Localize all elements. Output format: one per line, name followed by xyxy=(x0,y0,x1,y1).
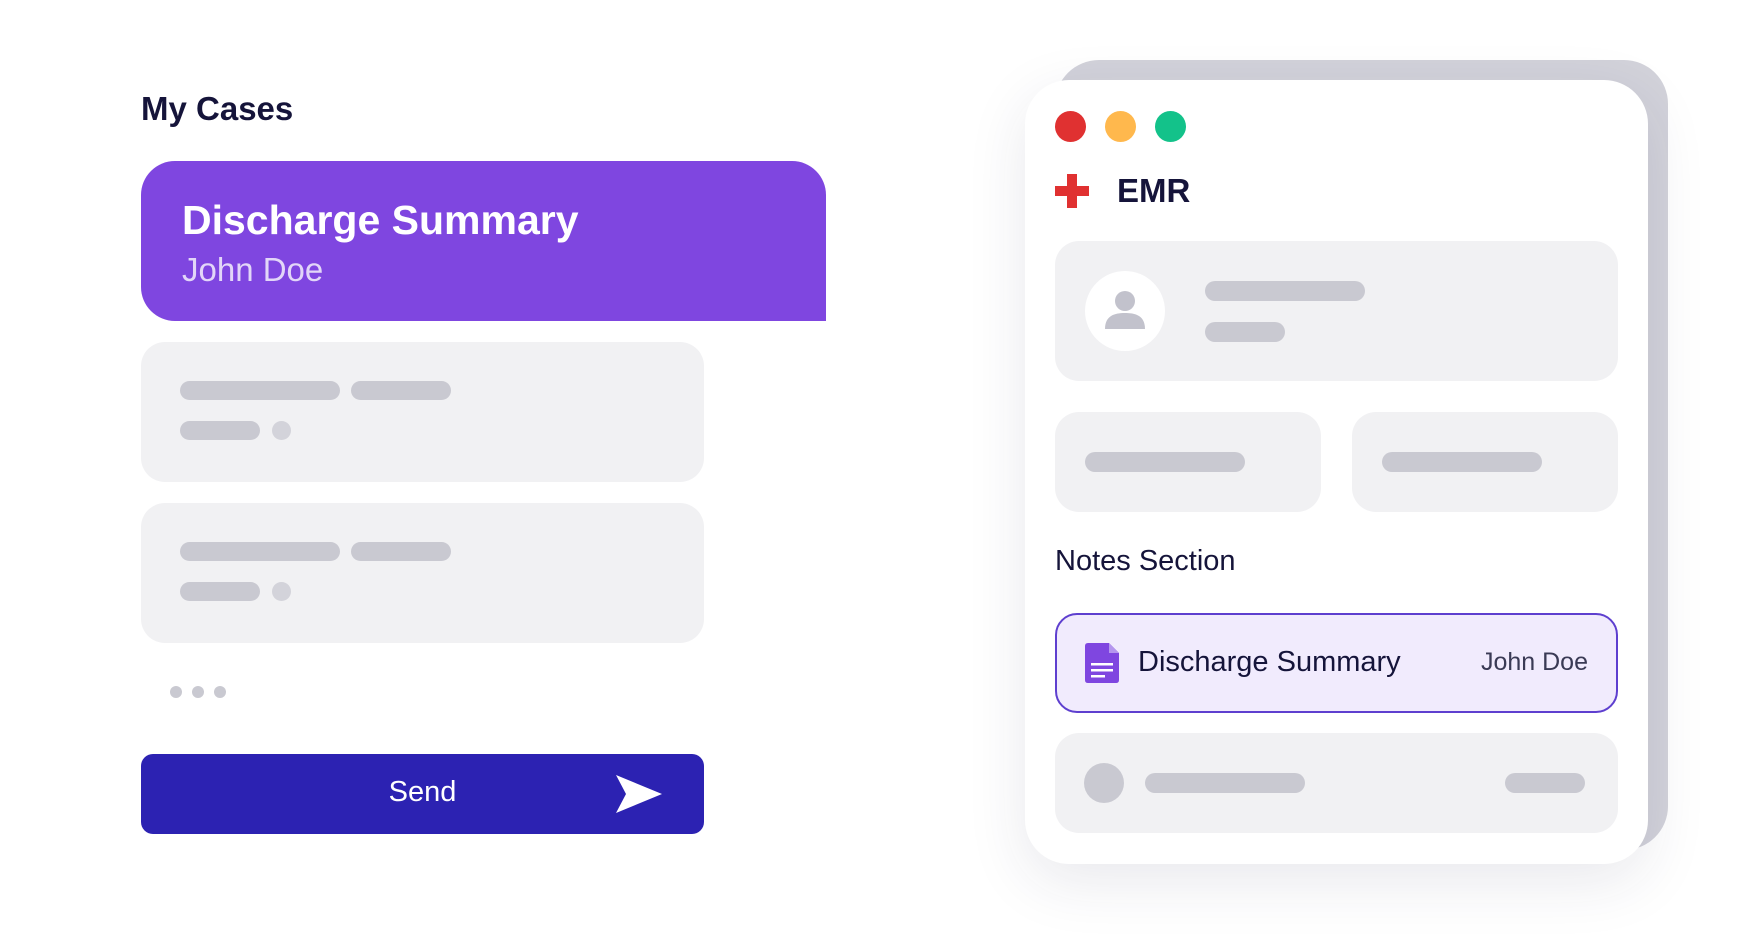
avatar xyxy=(1085,271,1165,351)
placeholder-line xyxy=(1382,452,1542,472)
emr-window: EMR Notes Section Discharge Summary John… xyxy=(1025,80,1648,864)
case-item-placeholder[interactable] xyxy=(141,503,704,643)
placeholder-line xyxy=(351,381,451,400)
emr-title: EMR xyxy=(1117,172,1191,209)
document-icon xyxy=(1085,643,1119,683)
case-item-placeholder[interactable] xyxy=(141,342,704,482)
placeholder-line xyxy=(1205,322,1285,342)
case-patient-name: John Doe xyxy=(182,251,324,288)
my-cases-title: My Cases xyxy=(141,90,294,127)
info-card xyxy=(1352,412,1618,512)
info-card xyxy=(1055,412,1321,512)
window-close-button[interactable] xyxy=(1055,111,1086,142)
placeholder-avatar xyxy=(1084,763,1124,803)
placeholder-line xyxy=(1505,773,1585,793)
send-icon xyxy=(616,775,662,813)
window-minimize-button[interactable] xyxy=(1105,111,1136,142)
placeholder-dot xyxy=(272,421,291,440)
case-title: Discharge Summary xyxy=(182,197,579,243)
placeholder-dot xyxy=(272,582,291,601)
ellipsis-dot xyxy=(170,686,182,698)
placeholder-line xyxy=(180,381,340,400)
notes-section-title: Notes Section xyxy=(1055,545,1236,577)
placeholder-line xyxy=(180,542,340,561)
placeholder-line xyxy=(1145,773,1305,793)
send-button[interactable]: Send xyxy=(141,754,704,834)
placeholder-line xyxy=(180,582,260,601)
note-item-placeholder[interactable] xyxy=(1055,733,1618,833)
send-button-label: Send xyxy=(388,776,457,808)
case-item-active[interactable]: Discharge Summary John Doe xyxy=(141,161,826,321)
note-patient-name: John Doe xyxy=(1480,648,1588,676)
note-item-discharge-summary[interactable]: Discharge Summary John Doe xyxy=(1055,613,1618,713)
ellipsis-dot xyxy=(192,686,204,698)
plus-icon xyxy=(1055,174,1089,208)
patient-card xyxy=(1055,241,1618,381)
window-maximize-button[interactable] xyxy=(1155,111,1186,142)
user-icon xyxy=(1105,291,1145,329)
placeholder-line xyxy=(1085,452,1245,472)
placeholder-line xyxy=(351,542,451,561)
note-title: Discharge Summary xyxy=(1138,646,1401,678)
placeholder-line xyxy=(1205,281,1365,301)
placeholder-line xyxy=(180,421,260,440)
ellipsis-dot xyxy=(214,686,226,698)
